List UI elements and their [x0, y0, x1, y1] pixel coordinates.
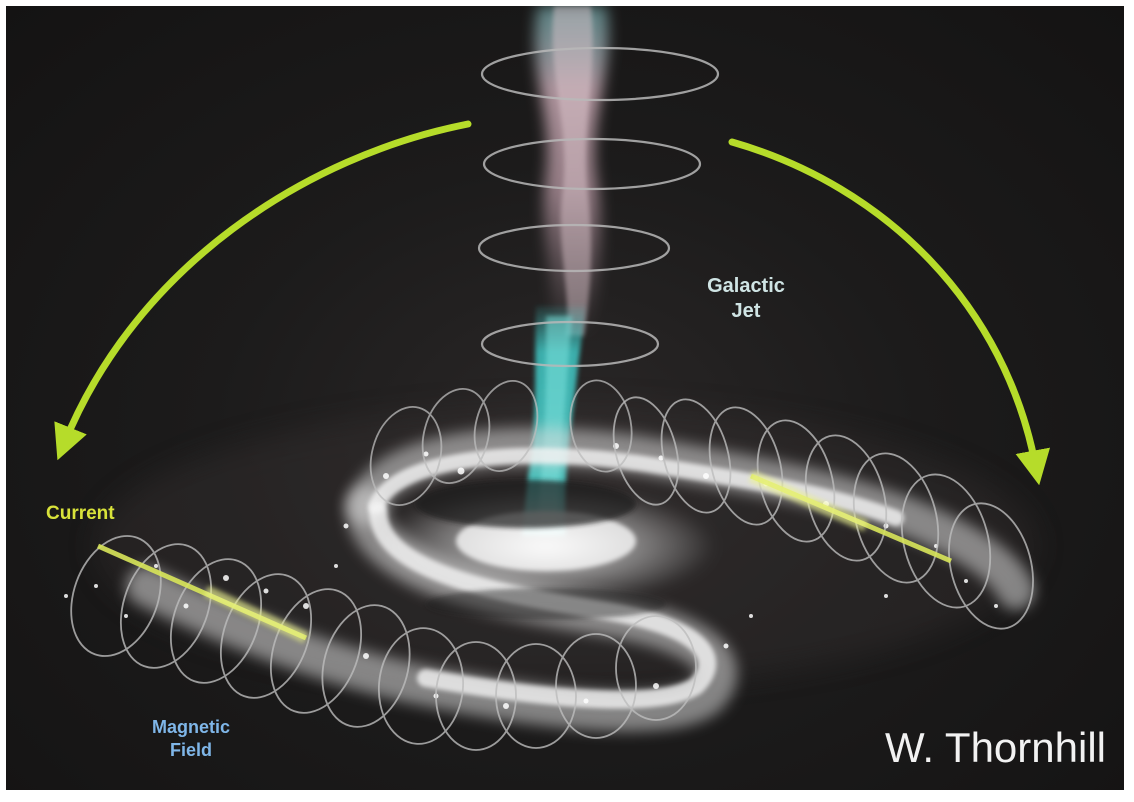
current-label: Current [46, 503, 115, 524]
left-return-arrow [54, 120, 472, 461]
galactic-jet-label: Galactic Jet [676, 274, 816, 324]
jet-plume [534, 6, 609, 336]
galaxy-diagram [54, 6, 1051, 751]
magnetic-field-label: Magnetic Field [126, 716, 256, 761]
star-specks [64, 443, 998, 709]
author-credit: W. Thornhill [885, 724, 1106, 771]
magnetic-field-label-line1: Magnetic [151, 717, 230, 737]
galactic-jet-label-line2: Jet [731, 300, 761, 322]
current-vectors [96, 470, 952, 644]
return-current-arrows [54, 120, 1051, 486]
illustration: Galactic Jet Current Magnetic Field W. T… [6, 6, 1124, 790]
magnetic-field-loops-center [369, 379, 633, 506]
magnetic-field-loops-left [70, 535, 697, 751]
jet-magnetic-rings [477, 46, 720, 368]
galactic-jet-label-line1: Galactic [707, 275, 785, 297]
magnetic-field-label-line2: Field [169, 739, 212, 760]
right-return-arrow [728, 138, 1051, 486]
